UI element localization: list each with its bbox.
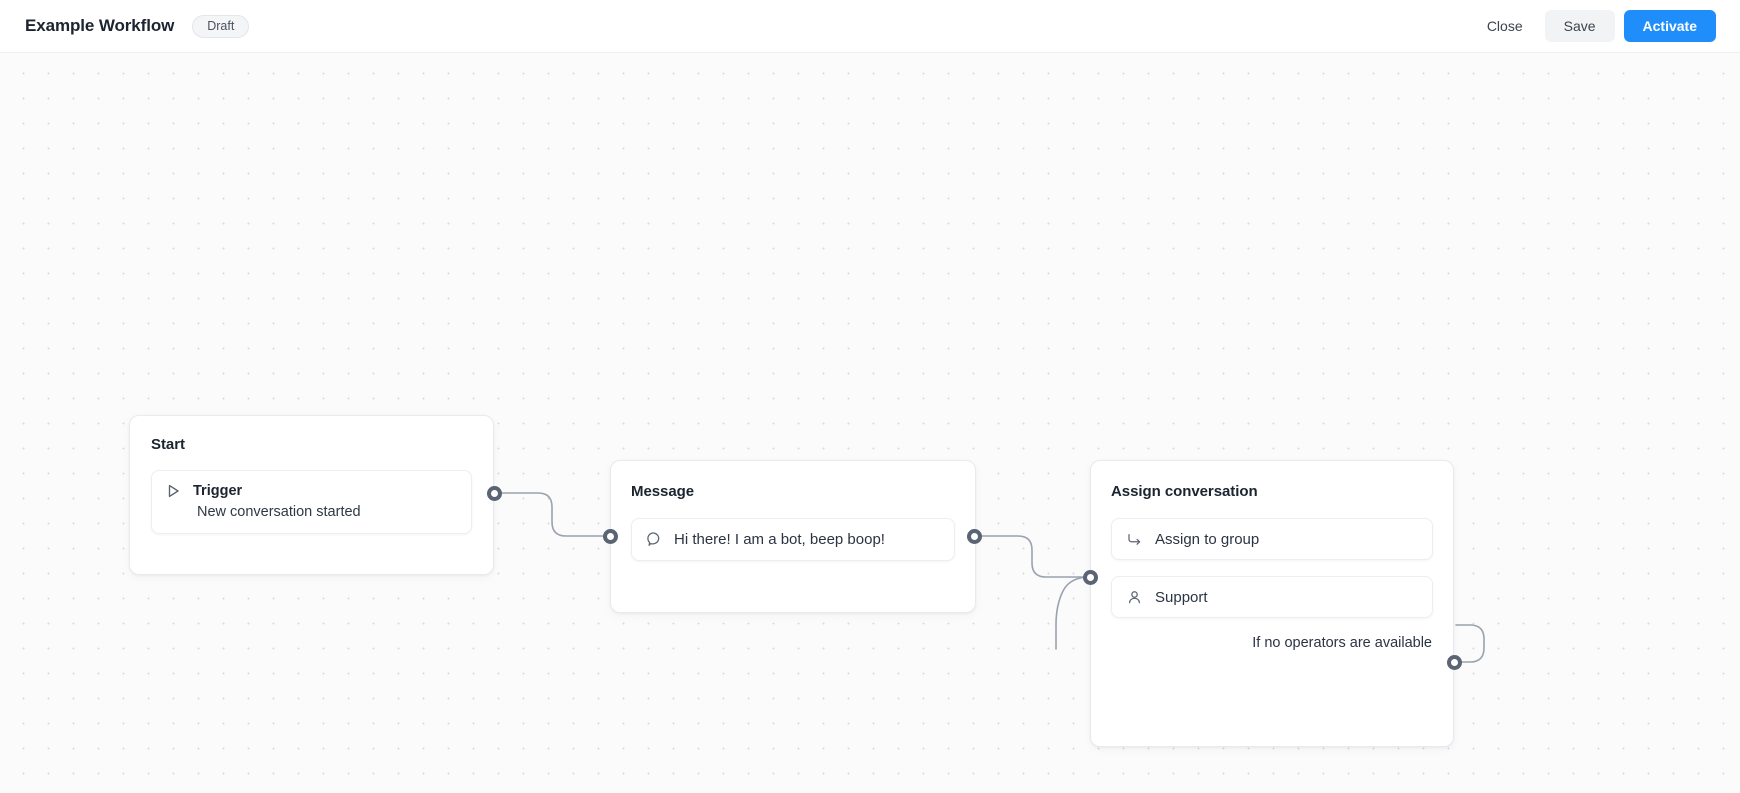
port-assign-input[interactable] — [1083, 570, 1098, 585]
node-assign-conversation[interactable]: Assign conversation Assign to group — [1090, 460, 1454, 747]
header-left-group: Example Workflow Draft — [0, 14, 250, 38]
save-button[interactable]: Save — [1544, 10, 1615, 42]
activate-button[interactable]: Activate — [1623, 10, 1716, 42]
assign-to-group-field[interactable]: Assign to group — [1111, 518, 1433, 560]
port-message-input[interactable] — [603, 529, 618, 544]
trigger-description: New conversation started — [197, 504, 361, 520]
page-title: Example Workflow — [25, 16, 175, 35]
close-button[interactable]: Close — [1474, 10, 1536, 42]
node-start[interactable]: Start Trigger New conversation started — [129, 415, 494, 575]
port-assign-fallback-output[interactable] — [1447, 655, 1462, 670]
port-message-output[interactable] — [967, 529, 982, 544]
port-start-output[interactable] — [487, 486, 502, 501]
trigger-field[interactable]: Trigger New conversation started — [151, 470, 472, 534]
edge-message-to-assign — [974, 535, 1091, 578]
trigger-label: Trigger — [193, 483, 243, 499]
person-icon — [1126, 589, 1143, 606]
message-text: Hi there! I am a bot, beep boop! — [674, 531, 885, 548]
node-start-title: Start — [151, 436, 185, 453]
node-message[interactable]: Message Hi there! I am a bot, beep boop! — [610, 460, 976, 613]
chat-bubble-icon — [646, 531, 663, 548]
app-header: Example Workflow Draft Close Save Activa… — [0, 0, 1740, 53]
workflow-canvas[interactable]: Start Trigger New conversation started M… — [0, 53, 1740, 793]
header-actions: Close Save Activate — [1474, 10, 1740, 42]
arrow-turn-right-icon — [1126, 531, 1143, 548]
trigger-row: Trigger — [166, 483, 457, 499]
assign-fallback-label: If no operators are available — [1252, 635, 1432, 651]
play-triangle-icon — [166, 483, 181, 499]
status-badge: Draft — [192, 14, 250, 38]
node-message-title: Message — [631, 483, 695, 500]
edge-start-to-message — [493, 492, 611, 537]
message-text-field[interactable]: Hi there! I am a bot, beep boop! — [631, 518, 955, 561]
assign-group-label: Support — [1155, 588, 1208, 606]
assign-group-field[interactable]: Support — [1111, 576, 1433, 618]
node-assign-title: Assign conversation — [1111, 483, 1258, 500]
assign-to-group-label: Assign to group — [1155, 530, 1260, 548]
edge-assign-fallback-loop — [1055, 576, 1091, 650]
